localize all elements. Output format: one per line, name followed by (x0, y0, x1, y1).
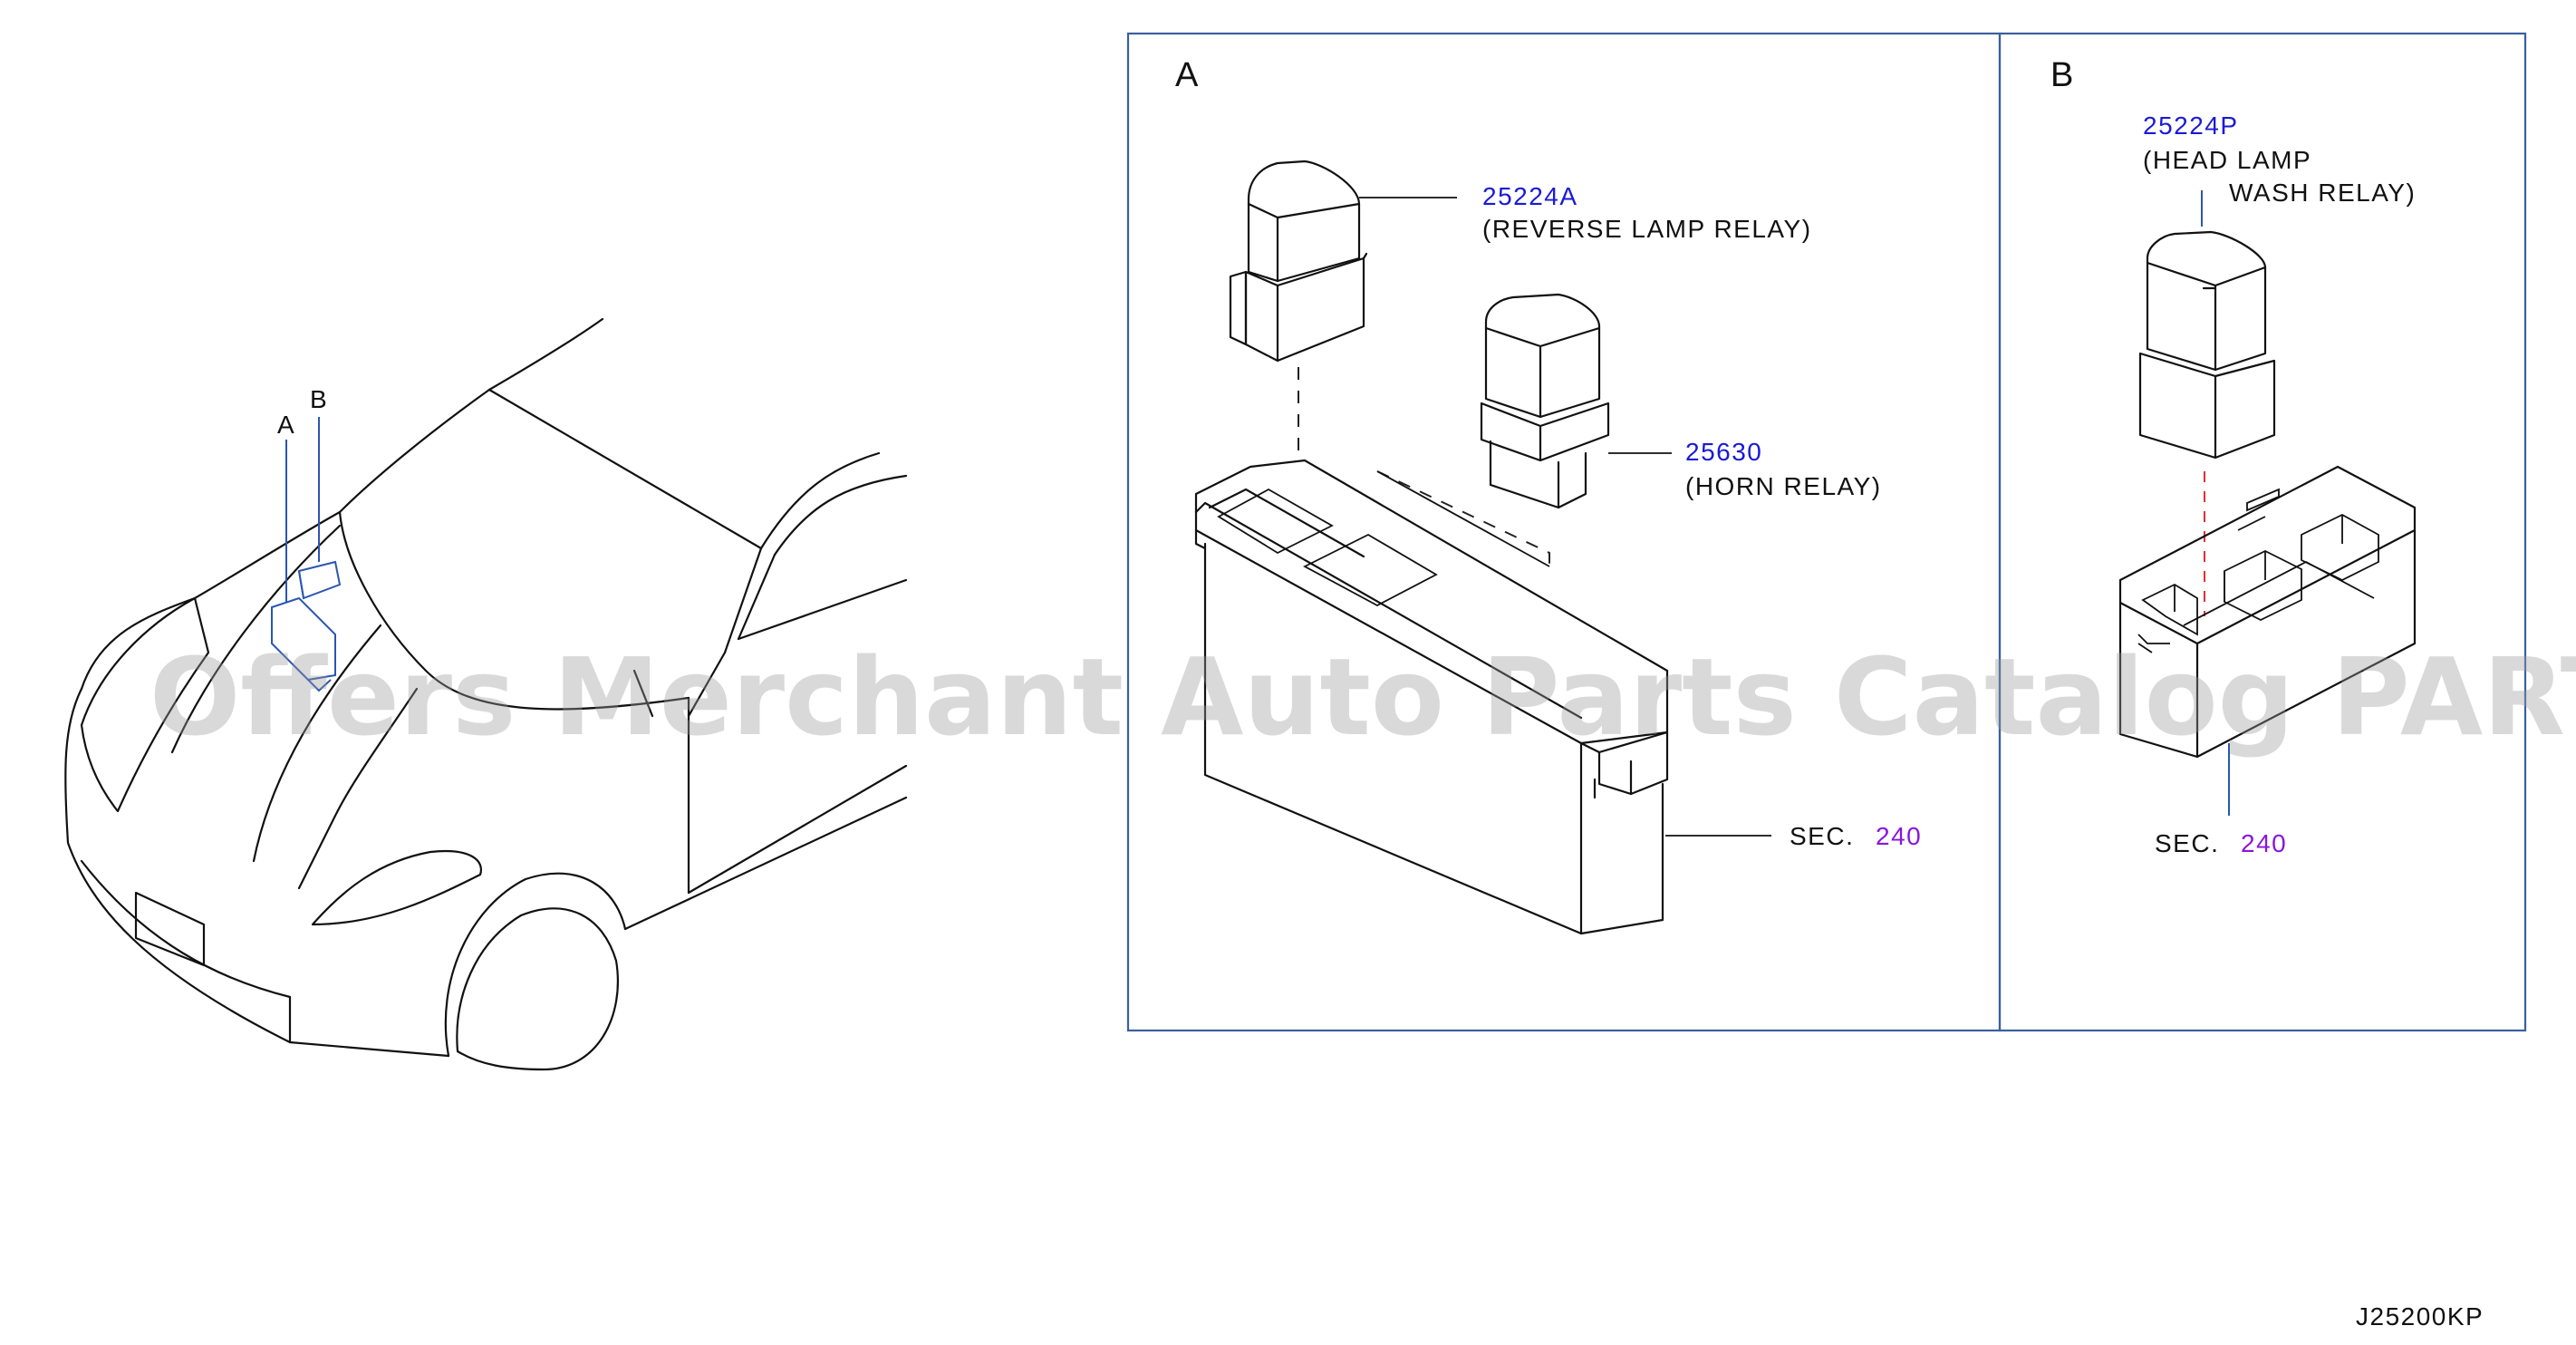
horn-relay-drawing (1480, 293, 1610, 509)
relay-box-b-drawing (2118, 465, 2417, 759)
reverse-lamp-relay-drawing (1229, 160, 1368, 363)
overview-callout-b: B (310, 385, 328, 413)
car-overview-drawing (64, 317, 908, 1071)
watermark: Offers Merchant Auto Parts Catalog PARTS… (150, 634, 2576, 760)
reverse-relay-part-number[interactable]: 25224A (1482, 182, 1578, 210)
section-ref-b-number[interactable]: 240 (2241, 829, 2287, 857)
panel-b-frame (1998, 32, 2527, 1032)
reverse-relay-part-name: (REVERSE LAMP RELAY) (1482, 215, 1812, 243)
washer-relay-part-number[interactable]: 25224P (2143, 111, 2239, 140)
headlamp-washer-relay-drawing (2138, 230, 2276, 460)
horn-relay-part-number[interactable]: 25630 (1685, 438, 1762, 466)
panel-b-label: B (2050, 56, 2075, 94)
relay-box-a-drawing (1194, 459, 1669, 935)
diagram-code: J25200KP (2356, 1302, 2484, 1330)
horn-relay-guide (1376, 470, 1550, 566)
section-ref-a-label: SEC. (1790, 822, 1854, 850)
section-ref-b-label: SEC. (2155, 829, 2219, 857)
panel-a-label: A (1175, 56, 1200, 94)
overview-callout-a: A (277, 411, 295, 439)
section-ref-a-number[interactable]: 240 (1876, 822, 1922, 850)
washer-relay-part-name-line2: WASH RELAY) (2229, 179, 2416, 207)
horn-relay-part-name: (HORN RELAY) (1685, 472, 1882, 500)
washer-relay-part-name-line1: (HEAD LAMP (2143, 146, 2311, 174)
